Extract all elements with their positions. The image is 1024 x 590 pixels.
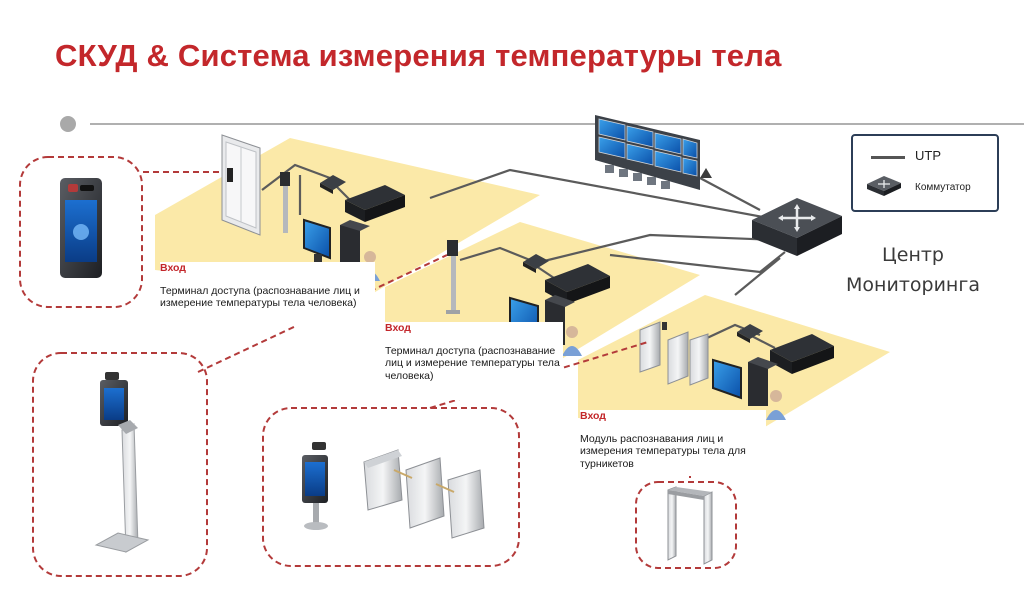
arrow-to-wall <box>700 168 712 178</box>
zone-3-turnstiles <box>639 321 709 386</box>
video-wall <box>595 115 700 190</box>
zone-3-label: Вход Модуль распознавания лиц и измерени… <box>580 410 766 476</box>
page-title: СКУД & Система измерения температуры тел… <box>55 38 782 73</box>
utp-cables <box>261 163 791 349</box>
zone-3-switch <box>737 324 763 343</box>
zone-3-entry: Вход <box>580 410 606 422</box>
zone-1-workstation <box>303 218 370 267</box>
monitoring-center-line2: Мониторинга <box>846 274 980 296</box>
zone-2-description: Терминал доступа (распознавание лиц и из… <box>385 344 560 382</box>
divider-dot <box>60 116 76 132</box>
walkthrough-detector <box>667 486 713 565</box>
zone-3-operator <box>766 390 786 420</box>
zone-3-workstation <box>712 357 778 406</box>
face-terminal-pedestal <box>94 372 150 553</box>
zone-2-label: Вход Терминал доступа (распознавание лиц… <box>385 322 563 400</box>
zone-1-switch <box>320 175 346 194</box>
zone-2-operator <box>562 326 582 356</box>
zone-1-description: Терминал доступа (распознавание лиц и из… <box>160 284 360 310</box>
turnstile-set <box>302 442 485 539</box>
zone-2-switch <box>523 254 549 273</box>
central-switch <box>752 198 842 256</box>
legend: UTP Коммутатор <box>851 134 999 212</box>
face-terminal-wall <box>60 178 102 278</box>
utp-line-sample <box>871 156 905 159</box>
switch-icon <box>867 176 901 196</box>
zone-3-nvr <box>770 334 834 374</box>
divider-line <box>90 123 1024 125</box>
legend-switch-label: Коммутатор <box>915 182 971 193</box>
zone-1-label: Вход Терминал доступа (распознавание лиц… <box>160 262 375 326</box>
zone-1-terminal-pole <box>280 172 290 233</box>
monitoring-center-label: Центр Мониторинга <box>838 240 988 300</box>
zone-1-nvr <box>345 185 405 222</box>
legend-utp-label: UTP <box>915 148 941 163</box>
zone-1-entry: Вход <box>160 262 186 274</box>
monitoring-center-line1: Центр <box>882 244 944 266</box>
callout-boxes <box>19 156 737 577</box>
zone-1-doorway <box>221 134 261 236</box>
zone-3-description: Модуль распознавания лиц и измерения тем… <box>580 432 746 470</box>
zone-2-terminal-pole <box>446 240 460 314</box>
zone-2-entry: Вход <box>385 322 411 334</box>
